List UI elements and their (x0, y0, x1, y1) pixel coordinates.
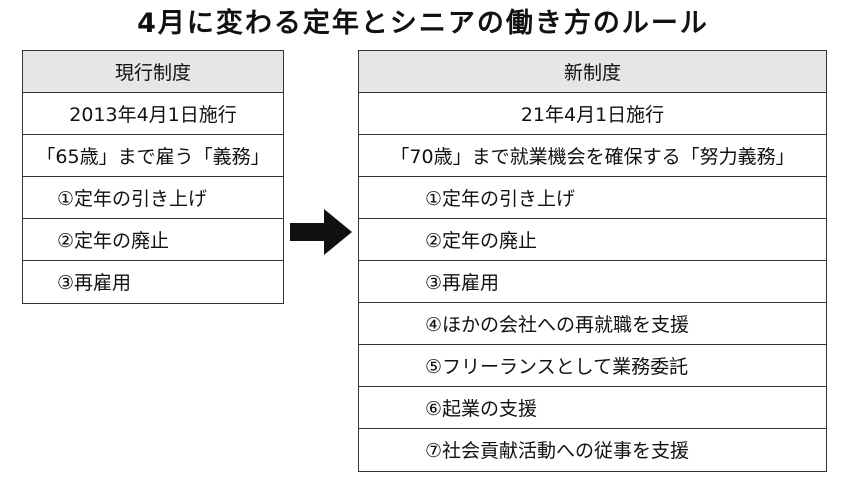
new-system-item: ①定年の引き上げ (359, 176, 826, 218)
new-system-date: 21年4月1日施行 (359, 92, 826, 134)
new-system-item: ⑤フリーランスとして業務委託 (359, 344, 826, 386)
new-system-obligation: 「70歳」まで就業機会を確保する「努力義務」 (359, 134, 826, 176)
right-arrow-icon (290, 209, 352, 255)
current-system-item: ①定年の引き上げ (23, 176, 283, 218)
new-system-item: ⑥起業の支援 (359, 386, 826, 428)
current-system-item: ②定年の廃止 (23, 218, 283, 260)
current-system-obligation: 「65歳」まで雇う「義務」 (23, 134, 283, 176)
new-system-item: ④ほかの会社への再就職を支援 (359, 302, 826, 344)
current-system-item: ③再雇用 (23, 260, 283, 302)
current-system-header: 現行制度 (23, 51, 283, 92)
new-system-table: 新制度 21年4月1日施行 「70歳」まで就業機会を確保する「努力義務」 ①定年… (358, 50, 827, 472)
page-title: 4月に変わる定年とシニアの働き方のルール (137, 8, 709, 39)
new-system-item: ③再雇用 (359, 260, 826, 302)
current-system-table: 現行制度 2013年4月1日施行 「65歳」まで雇う「義務」 ①定年の引き上げ … (22, 50, 284, 304)
new-system-header: 新制度 (359, 51, 826, 92)
current-system-date: 2013年4月1日施行 (23, 92, 283, 134)
new-system-item: ②定年の廃止 (359, 218, 826, 260)
new-system-item: ⑦社会貢献活動への従事を支援 (359, 428, 826, 470)
